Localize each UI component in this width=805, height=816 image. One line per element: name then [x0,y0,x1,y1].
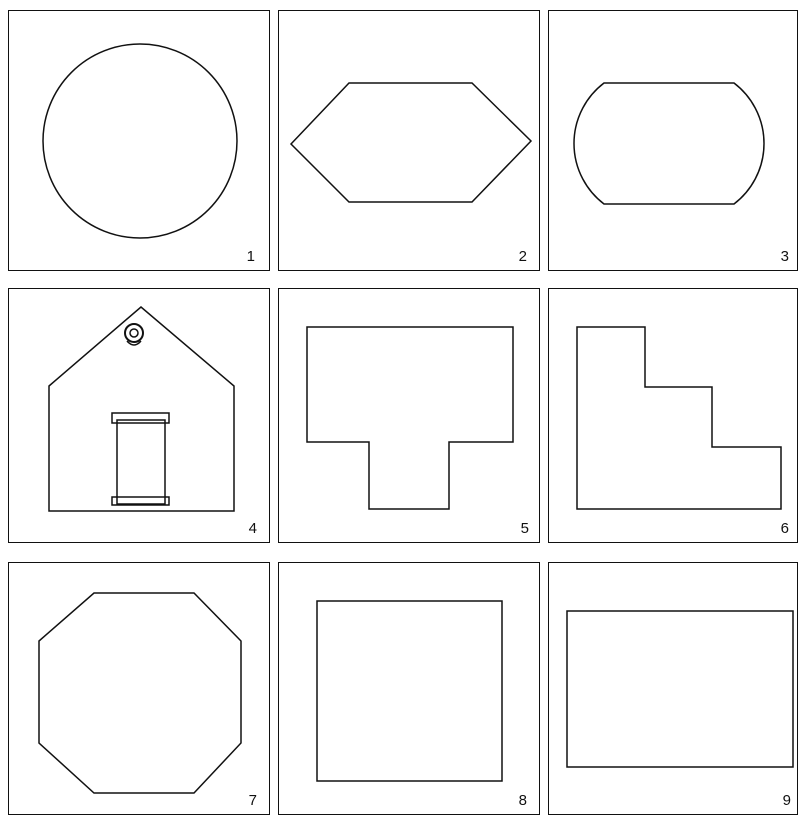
house-icon [9,289,271,544]
panel-number: 3 [781,249,789,264]
panel-8: 8 [278,562,540,815]
panel-9: 9 [548,562,798,815]
rose-icon [125,324,143,345]
panel-number: 7 [249,793,257,808]
panel-number: 2 [519,249,527,264]
staircase-icon [549,289,799,544]
panel-number: 1 [247,249,255,264]
panel-5: 5 [278,288,540,543]
hexagon-icon [279,11,541,272]
panel-number: 8 [519,793,527,808]
panel-7: 7 [8,562,270,815]
panel-number: 6 [781,521,789,536]
panel-number: 4 [249,521,257,536]
panel-2: 2 [278,10,540,271]
circle-icon [9,11,271,272]
truncated-circle-icon [549,11,799,272]
panel-1: 1 [8,10,270,271]
panel-number: 9 [783,793,791,808]
panel-4: 4 [8,288,270,543]
panel-3: 3 [548,10,798,271]
panel-number: 5 [521,521,529,536]
t-shape-icon [279,289,541,544]
rectangle-icon [549,563,799,816]
octagon-icon [9,563,271,816]
square-icon [279,563,541,816]
panel-6: 6 [548,288,798,543]
door-icon [112,413,169,505]
